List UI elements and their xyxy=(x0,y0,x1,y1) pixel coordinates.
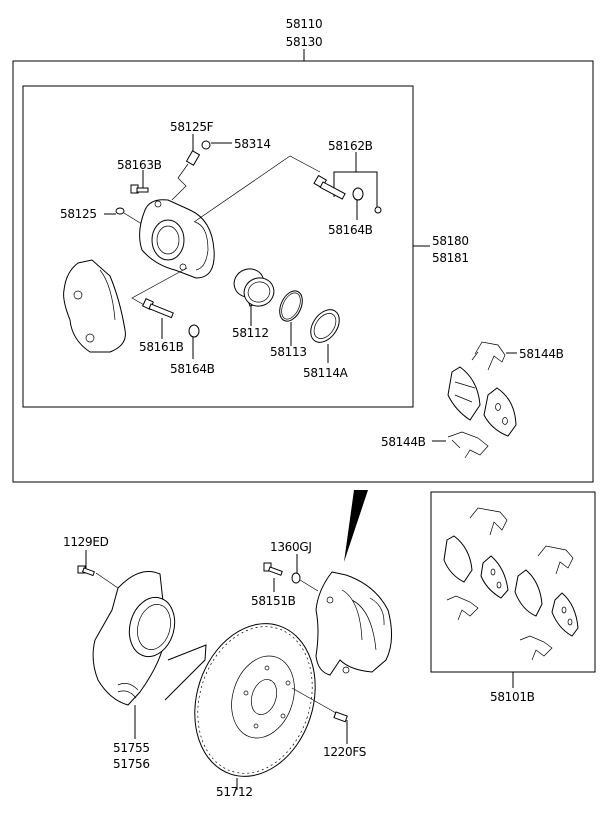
label-guide-rod-group[interactable]: 58162B xyxy=(328,139,373,153)
pad-spring-lower-part xyxy=(447,431,489,459)
label-caliper-kit-1[interactable]: 58180 xyxy=(432,234,469,248)
label-bleeder-screw[interactable]: 58125F xyxy=(170,120,214,134)
label-guide-bolt-lower[interactable]: 58161B xyxy=(139,340,184,354)
pad-kit-box xyxy=(430,491,596,673)
guide-rod-upper-part xyxy=(313,174,382,214)
label-assembly-top-1[interactable]: 58110 xyxy=(286,17,323,31)
caliper-bracket-part xyxy=(63,259,126,353)
brake-disc-part xyxy=(194,623,316,777)
brake-pad-inner-part xyxy=(447,366,481,421)
label-guide-bolt-upper[interactable]: 58163B xyxy=(117,158,162,172)
label-piston[interactable]: 58112 xyxy=(232,326,269,340)
connector-disc-screw xyxy=(291,687,337,714)
label-piston-seal[interactable]: 58113 xyxy=(270,345,307,359)
label-bleeder-plug[interactable]: 58125 xyxy=(60,207,97,221)
connector-line-lower xyxy=(131,267,188,307)
caliper-body-part xyxy=(139,199,215,279)
disc-screw-part xyxy=(333,711,348,723)
bolt-1129-part xyxy=(77,565,119,589)
piston-part xyxy=(233,268,275,307)
label-piston-boot[interactable]: 58114A xyxy=(303,366,349,380)
label-dust-cover-2[interactable]: 51756 xyxy=(113,757,150,771)
label-bleeder-cap[interactable]: 58314 xyxy=(234,137,271,151)
pad-spring-upper-part xyxy=(471,341,506,371)
label-bolt-1129[interactable]: 1129ED xyxy=(63,535,109,549)
label-pad-kit[interactable]: 58101B xyxy=(490,690,535,704)
bleeder-screw-part xyxy=(171,150,201,201)
label-caliper-kit-2[interactable]: 58181 xyxy=(432,251,469,265)
label-dust-cover-1[interactable]: 51755 xyxy=(113,741,150,755)
caliper-bolt-part xyxy=(263,562,283,576)
guide-bolt-lower-part xyxy=(142,298,174,319)
outer-assembly-box xyxy=(12,60,594,483)
label-guide-boot-lower[interactable]: 58164B xyxy=(170,362,215,376)
guide-bolt-upper-part xyxy=(130,184,149,194)
label-guide-boot-upper[interactable]: 58164B xyxy=(328,223,373,237)
washer-1360-part xyxy=(291,572,319,592)
pad-kit-contents xyxy=(443,507,579,661)
bleeder-cap-part xyxy=(201,140,211,150)
dust-cover-part xyxy=(92,571,207,706)
caliper-assembly-part xyxy=(315,571,392,676)
brake-pad-outer-part xyxy=(483,387,517,437)
label-disc-screw[interactable]: 1220FS xyxy=(323,745,366,759)
guide-boot-lower-part xyxy=(188,324,200,338)
label-disc[interactable]: 51712 xyxy=(216,785,253,799)
label-washer-1360[interactable]: 1360GJ xyxy=(270,540,312,554)
callout-pointer-icon xyxy=(344,490,368,562)
label-pad-spring-lower[interactable]: 58144B xyxy=(381,435,426,449)
piston-seal-part xyxy=(279,290,303,322)
label-assembly-top-2[interactable]: 58130 xyxy=(286,35,323,49)
label-pad-spring-upper[interactable]: 58144B xyxy=(519,347,564,361)
piston-boot-part xyxy=(310,309,340,343)
caliper-kit-box xyxy=(22,85,414,408)
connector-line-upper xyxy=(193,155,321,223)
label-caliper-bolt[interactable]: 58151B xyxy=(251,594,296,608)
